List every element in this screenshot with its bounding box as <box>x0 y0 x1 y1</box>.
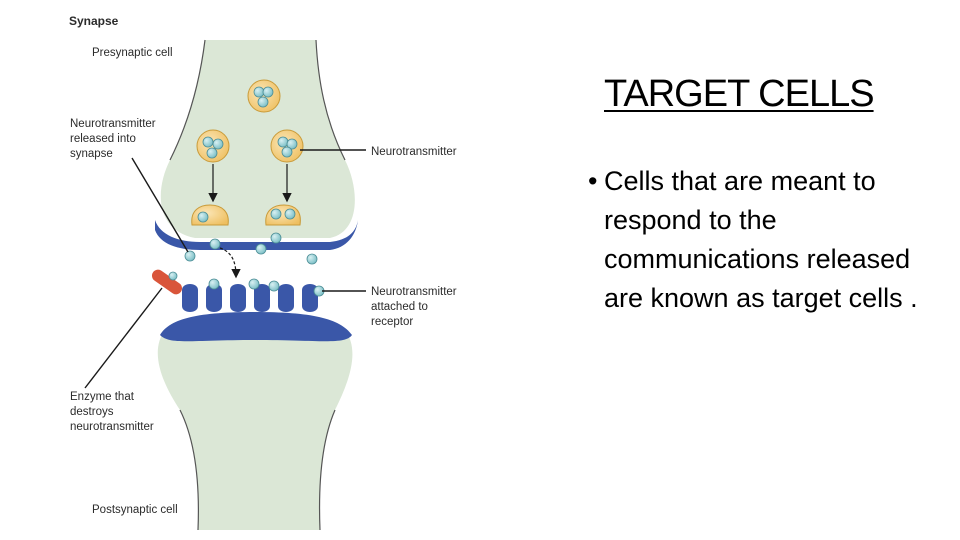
label-neurotransmitter: Neurotransmitter <box>371 146 457 158</box>
slide-title: TARGET CELLS <box>604 73 875 115</box>
receptors <box>182 284 318 312</box>
vesicles <box>191 79 304 226</box>
callout-lines <box>84 149 366 389</box>
bullet-text: Cells that are meant to respond to the c… <box>604 166 918 313</box>
label-enzyme-line1: Enzyme that <box>70 391 135 403</box>
label-enzyme-line2: destroys <box>70 406 114 418</box>
label-released-line3: synapse <box>70 148 113 160</box>
attached-molecules <box>208 278 325 297</box>
internal-arrows <box>208 164 292 279</box>
bullet-item: • Cells that are meant to respond to the… <box>588 162 928 318</box>
presynaptic-outline-left <box>169 39 206 161</box>
bullet-marker: • <box>588 166 598 196</box>
label-released-line2: released into <box>70 133 136 145</box>
label-postsynaptic: Postsynaptic cell <box>92 504 178 516</box>
presynaptic-outline-right <box>315 39 346 161</box>
released-molecules <box>184 232 318 265</box>
label-attached-line2: attached to <box>371 301 428 313</box>
postsynaptic-outline-right <box>318 409 336 531</box>
postsynaptic-outline-left <box>179 409 200 531</box>
postsynaptic-cell <box>157 330 353 530</box>
enzyme <box>151 269 183 295</box>
label-enzyme-line3: neurotransmitter <box>70 421 154 433</box>
bullet-list: • Cells that are meant to respond to the… <box>588 162 928 318</box>
label-attached-line1: Neurotransmitter <box>371 286 457 298</box>
presynaptic-membrane <box>155 220 358 250</box>
label-presynaptic: Presynaptic cell <box>92 47 173 59</box>
postsynaptic-membrane <box>160 312 352 342</box>
label-released-line1: Neurotransmitter <box>70 118 156 130</box>
synapse-diagram: Synapse Presynaptic cell Neurotransmitte… <box>69 14 457 531</box>
diagram-title: Synapse <box>69 14 119 28</box>
label-attached-line3: receptor <box>371 316 413 328</box>
presynaptic-cell <box>160 40 355 238</box>
